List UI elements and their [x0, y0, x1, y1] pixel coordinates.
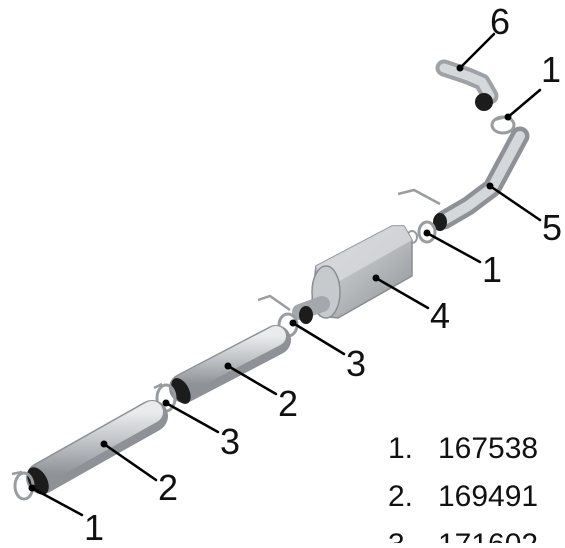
callout-1-middle: 1	[482, 249, 502, 290]
legend-number-2: 2.	[388, 480, 413, 513]
callout-3-upper: 3	[346, 343, 366, 384]
pipe-lower	[26, 400, 168, 495]
legend-part-2: 169491	[438, 480, 538, 513]
callout-1-bottom: 1	[84, 507, 104, 543]
tailpipe-tip	[435, 59, 499, 111]
leader-lines	[28, 32, 542, 517]
callout-4: 4	[430, 295, 450, 336]
callout-6: 6	[490, 1, 510, 42]
legend-number-3: 3.	[388, 528, 413, 543]
callout-2-lower: 2	[158, 467, 178, 508]
legend-number-1: 1.	[388, 432, 413, 465]
muffler	[257, 225, 413, 324]
pipe-upper	[169, 325, 291, 404]
callout-2-upper: 2	[278, 383, 298, 424]
legend-part-1: 167538	[438, 432, 538, 465]
callout-3-lower: 3	[220, 421, 240, 462]
callout-1-top: 1	[541, 49, 561, 90]
callout-5: 5	[542, 207, 562, 248]
parts-legend: 1. 167538 2. 169491 3. 171602	[388, 432, 538, 548]
legend-part-3: 171602	[438, 528, 538, 543]
callout-labels: 6 1 5 1 4 3 2 3 2 1	[84, 1, 562, 548]
intermediate-pipe	[397, 126, 530, 231]
